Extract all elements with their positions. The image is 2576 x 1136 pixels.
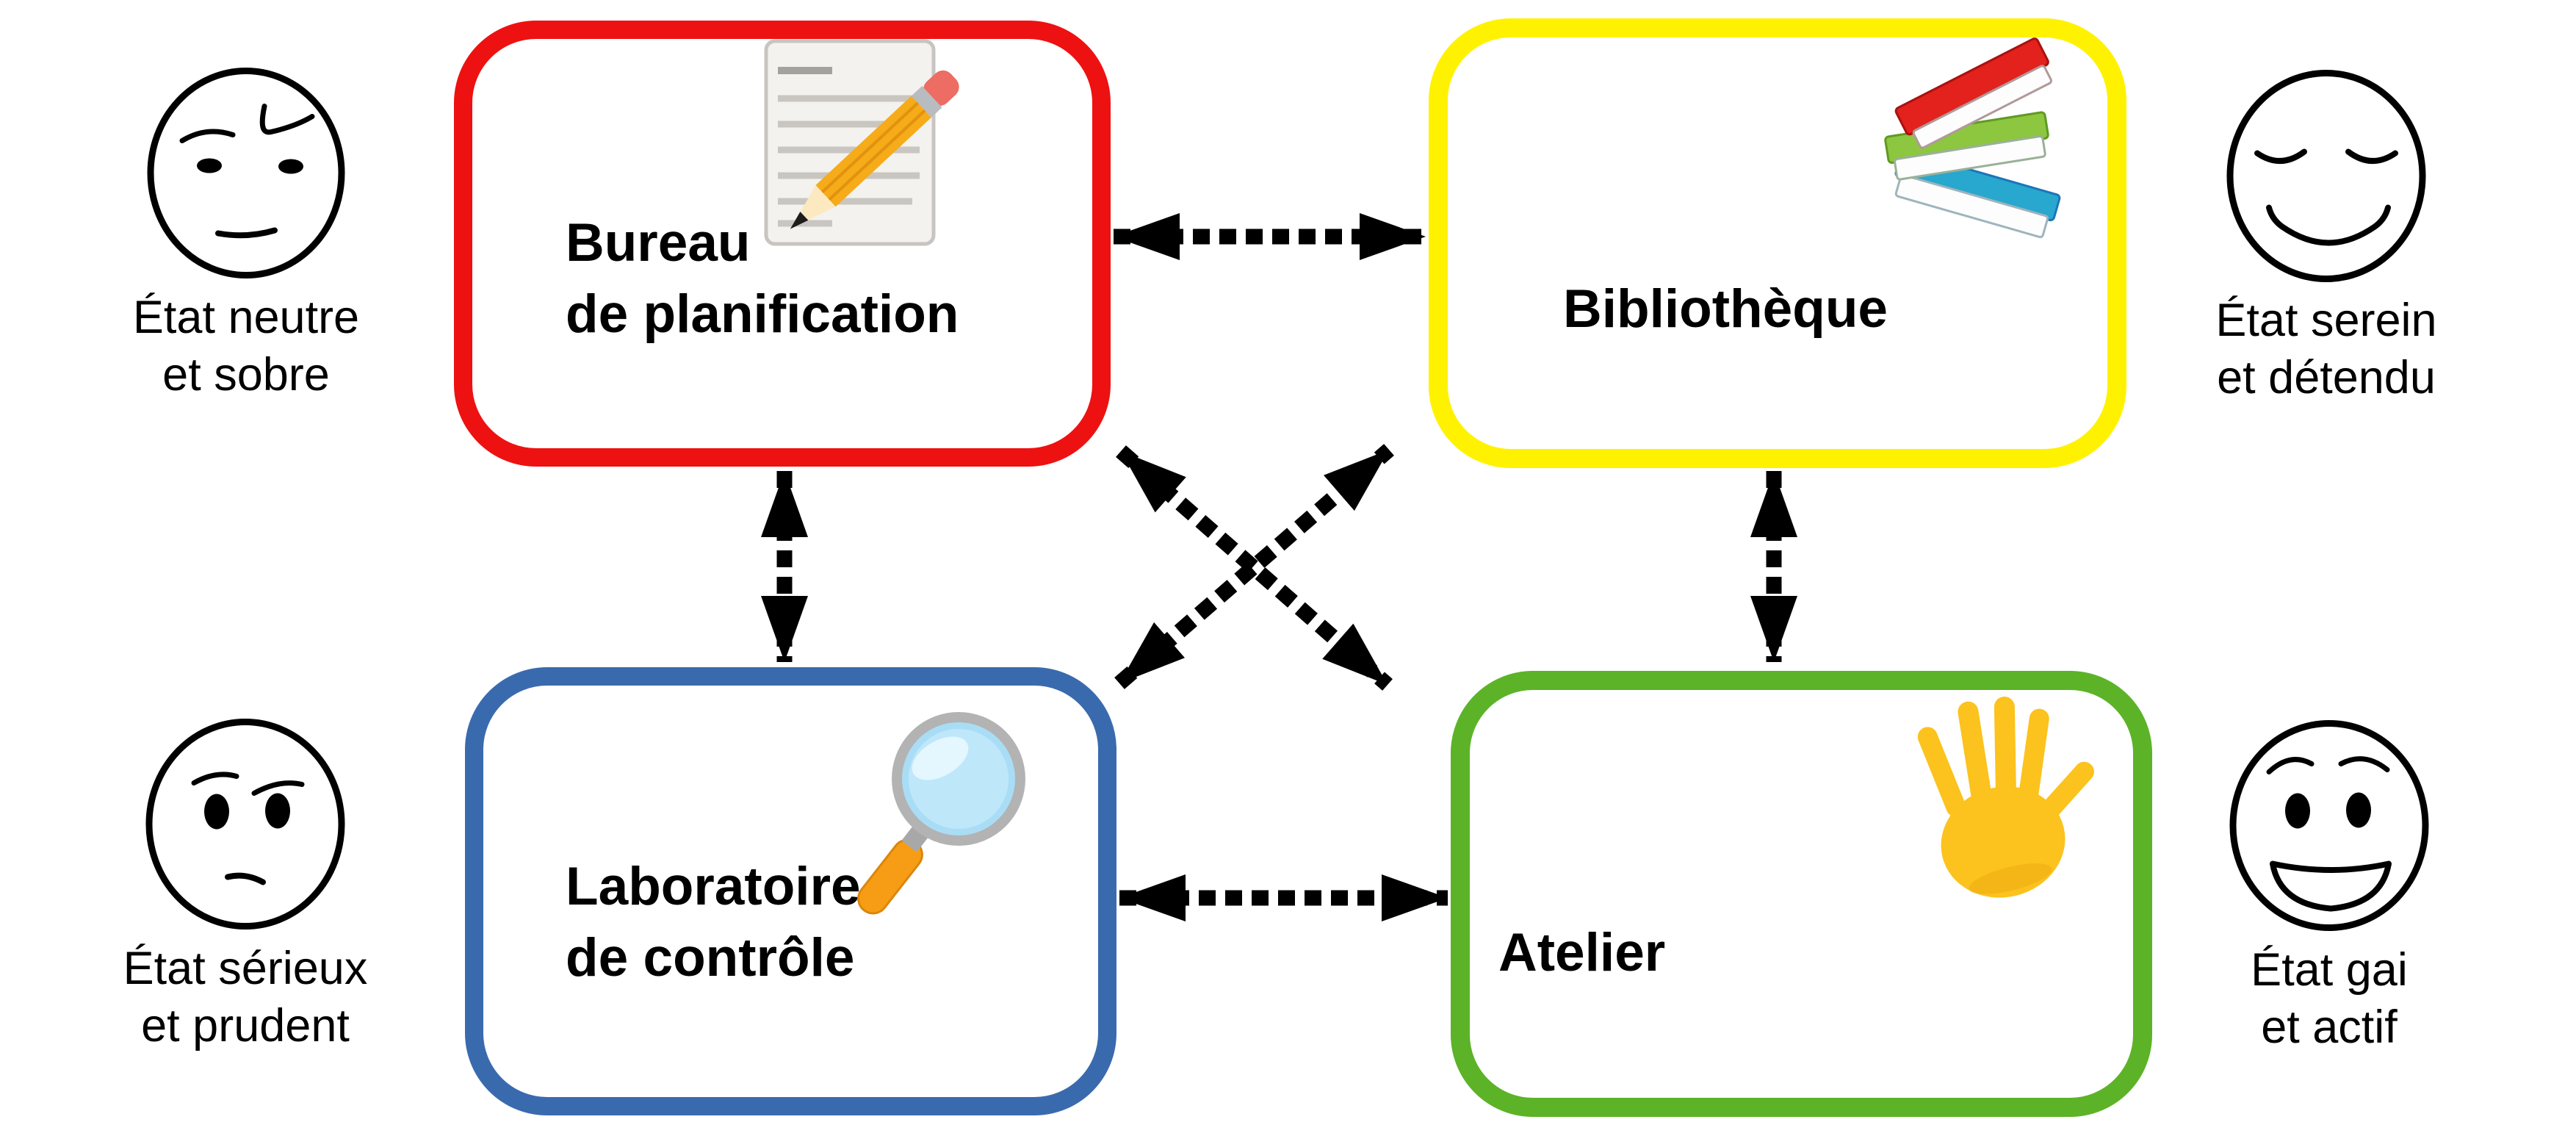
node-label-atelier: Atelier xyxy=(1498,917,1665,988)
neutral-face-icon xyxy=(147,68,345,278)
mood-serene: État serein et détendu xyxy=(2113,69,2539,406)
mood-neutral: État neutre et sobre xyxy=(33,66,459,403)
mood-caption: État serein et détendu xyxy=(2113,292,2539,406)
memo-pencil-icon xyxy=(762,37,982,254)
caption-line: et détendu xyxy=(2217,352,2436,403)
books-stack-icon xyxy=(1858,29,2086,254)
node-label-line: Bureau xyxy=(566,213,751,273)
serene-face-icon xyxy=(2226,70,2426,282)
caption-line: État neutre xyxy=(132,292,360,343)
caption-line: État sérieux xyxy=(123,943,368,994)
waving-hand-icon xyxy=(1899,689,2104,913)
mood-caption: État gai et actif xyxy=(2116,941,2542,1056)
caption-line: État serein xyxy=(2215,295,2437,346)
happy-face-icon xyxy=(2229,720,2429,931)
worried-face-icon xyxy=(145,719,345,930)
node-label-line: Atelier xyxy=(1498,923,1666,982)
caption-line: et sobre xyxy=(162,349,330,400)
caption-line: et prudent xyxy=(141,1000,350,1051)
node-label-laboratoire: Laboratoire de contrôle xyxy=(566,851,861,993)
node-label-bureau: Bureau de planification xyxy=(566,207,959,350)
arrow-bureau-atelier xyxy=(1116,445,1393,691)
node-label-line: de planification xyxy=(566,284,959,344)
magnifying-glass-icon xyxy=(845,698,1036,944)
node-label-line: Bibliothèque xyxy=(1563,279,1888,339)
mood-serious: État sérieux et prudent xyxy=(32,717,458,1054)
mood-caption: État neutre et sobre xyxy=(33,289,459,403)
caption-line: et actif xyxy=(2261,1002,2398,1053)
node-label-bibliotheque: Bibliothèque xyxy=(1563,273,1888,345)
node-label-line: de contrôle xyxy=(566,928,855,988)
mood-happy: État gai et actif xyxy=(2116,719,2542,1056)
arrow-bibliotheque-laboratoire xyxy=(1114,444,1394,689)
caption-line: État gai xyxy=(2251,944,2408,996)
node-label-line: Laboratoire xyxy=(566,857,861,916)
mood-caption: État sérieux et prudent xyxy=(32,940,458,1054)
